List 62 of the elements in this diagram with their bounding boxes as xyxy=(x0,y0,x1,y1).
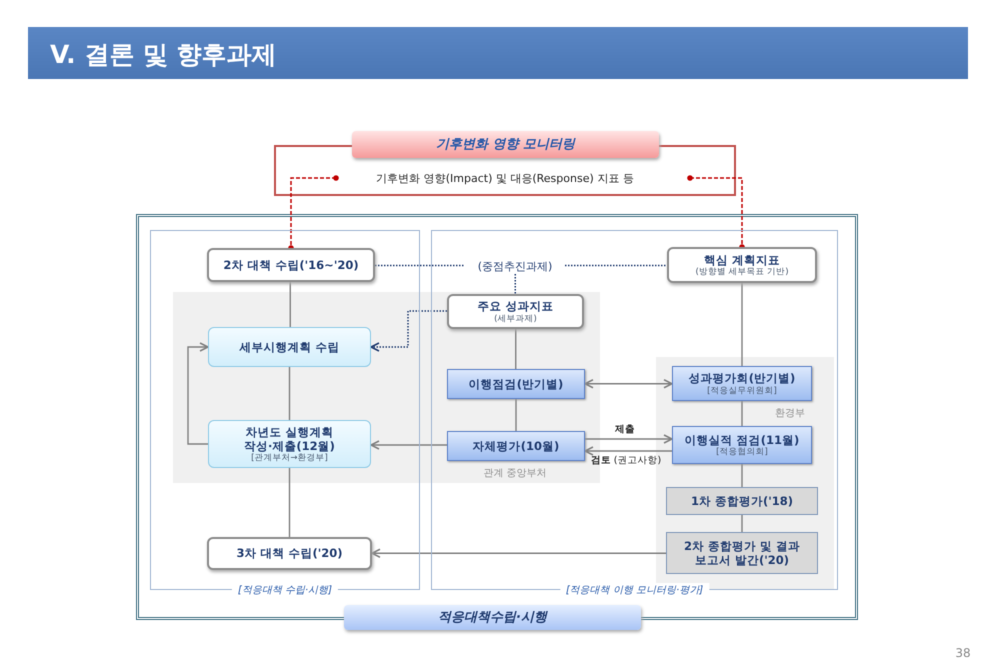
connector-line xyxy=(187,342,209,445)
process-box xyxy=(667,247,817,283)
node-label: 1차 종합평가('18) xyxy=(690,494,794,508)
process-box xyxy=(447,431,585,461)
connector-line xyxy=(371,548,666,558)
dotted-connector xyxy=(514,274,516,294)
node-label: 이행점검(반기별) xyxy=(468,376,564,392)
node-label: 3차 대책 수립('20) xyxy=(235,546,344,561)
process-box xyxy=(447,294,584,329)
node-label: 2차 종합평가 및 결과 보고서 발간('20) xyxy=(682,538,801,568)
process-box xyxy=(666,487,818,515)
connector-line xyxy=(288,367,290,420)
node-label: 핵심 계획지표 xyxy=(702,252,781,268)
dotted-connector xyxy=(370,310,447,352)
dotted-connector xyxy=(687,175,745,250)
connector-line xyxy=(515,399,517,431)
dotted-connector xyxy=(565,264,667,266)
node-label: (중점추진과제) xyxy=(478,258,552,274)
connector-line xyxy=(290,282,291,327)
process-box xyxy=(207,537,372,570)
process-box xyxy=(666,532,818,574)
process-box xyxy=(672,426,812,464)
node-sublabel: [적응협의회] xyxy=(715,447,769,458)
node-sublabel: (세부과제) xyxy=(493,314,538,324)
connector-line xyxy=(585,434,673,444)
node-label: 2차 대책 수립('16~'20) xyxy=(222,258,360,272)
node-label: 차년도 실행계획 작성·제출(12월) xyxy=(243,424,336,454)
process-box xyxy=(207,248,375,282)
node-label: 세부시행계획 수립 xyxy=(238,340,340,354)
edge-label: 검토 (권고사항) xyxy=(590,455,662,468)
group-label: 관계 중앙부처 xyxy=(482,467,548,480)
connector-line xyxy=(584,446,672,456)
node-label: 기후변화 영향(Impact) 및 대응(Response) 지표 등 xyxy=(375,171,635,186)
process-box xyxy=(447,369,585,399)
process-box xyxy=(208,327,371,367)
connector-line xyxy=(741,515,743,532)
title-text: V. 결론 및 향후과제 xyxy=(50,39,277,71)
node-sublabel: [관계부처→환경부] xyxy=(250,453,329,464)
header-pill: 적응대책수립·시행 xyxy=(344,605,641,630)
node-label: 성과평가회(반기별) xyxy=(688,371,796,386)
node-label: 주요 성과지표 xyxy=(476,299,554,314)
dotted-connector xyxy=(288,175,339,251)
connector-line xyxy=(584,378,673,389)
connector-line xyxy=(741,464,743,487)
connector-line xyxy=(741,401,743,426)
node-sublabel: (방향별 세부목표 기반) xyxy=(694,267,790,278)
connector-line xyxy=(370,440,447,450)
edge-label: 제출 xyxy=(614,424,636,436)
node-label: 자체평가(10월) xyxy=(472,438,560,454)
process-box xyxy=(672,366,812,401)
connector-line xyxy=(515,329,516,369)
dotted-connector xyxy=(375,264,465,266)
process-box xyxy=(208,420,371,468)
panel-label: [적응대책 수립·시행] xyxy=(232,583,338,597)
header-pill: 기후변화 영향 모니터링 xyxy=(352,131,659,158)
connector-line xyxy=(741,283,743,366)
node-sublabel: [적응실무위원회] xyxy=(706,386,778,396)
node-label: 이행실적 점검(11월) xyxy=(684,432,800,448)
panel-label: [적응대책 이행 모니터링·평가] xyxy=(560,583,710,597)
connector-line xyxy=(288,468,290,537)
page-number: 38 xyxy=(954,646,972,660)
group-label: 환경부 xyxy=(774,407,806,420)
